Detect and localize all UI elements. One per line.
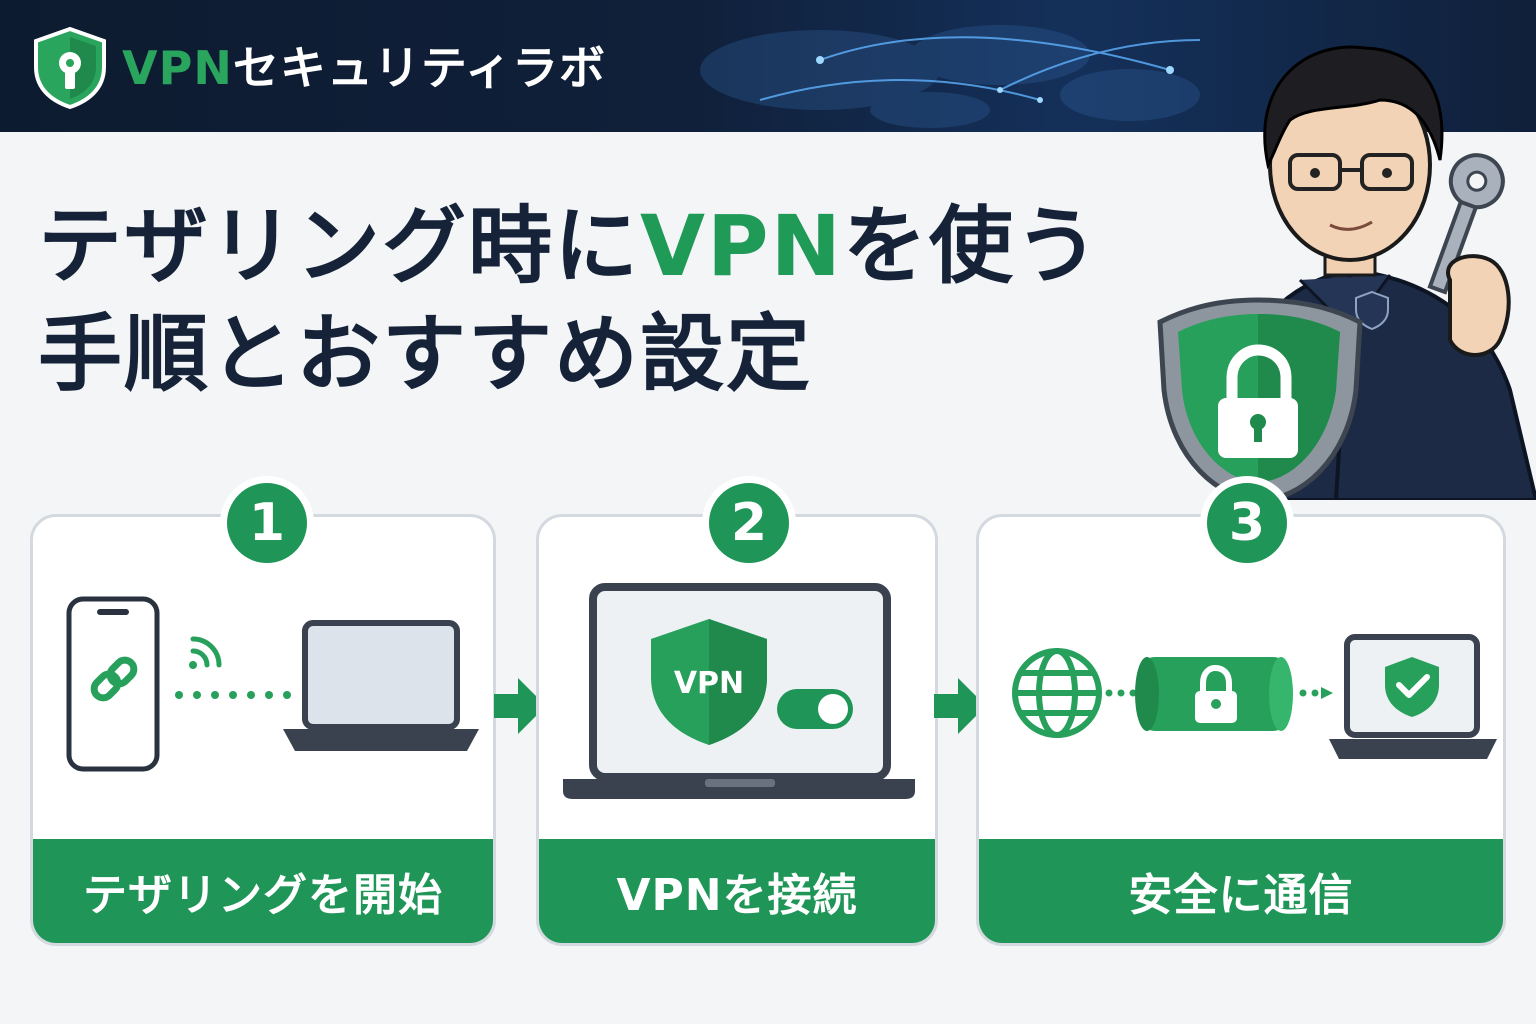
shield-keyhole-icon <box>34 27 106 109</box>
step-3-label: 安全に通信 <box>979 839 1503 943</box>
step-2-illustration: VPN <box>563 583 915 799</box>
title-line1-highlight: VPN <box>640 197 843 295</box>
encrypted-tunnel-lock-icon <box>1135 657 1293 731</box>
brand-name: VPNセキュリティラボ <box>122 45 606 91</box>
step-card-3: 安全に通信 <box>976 514 1506 946</box>
arrow-right-icon <box>494 678 546 734</box>
brand[interactable]: VPNセキュリティラボ <box>32 27 606 109</box>
laptop-icon <box>283 620 479 751</box>
page-title: テザリング時にVPNを使う 手順とおすすめ設定 <box>38 192 1218 408</box>
step-1-illustration <box>66 596 479 772</box>
title-line1-a: テザリング時に <box>38 197 641 295</box>
link-icon <box>90 656 138 702</box>
laptop-shield-check-icon <box>1329 634 1497 759</box>
toggle-switch-icon <box>777 689 853 729</box>
title-line1-b: を使う <box>842 197 1101 295</box>
brand-name-rest: セキュリティラボ <box>232 41 607 95</box>
dotted-connection <box>1105 689 1319 697</box>
title-line2: 手順とおすすめ設定 <box>38 305 813 403</box>
site-header: VPNセキュリティラボ <box>0 0 1536 132</box>
vpn-shield-icon: VPN <box>651 619 767 745</box>
step-card-2: VPN VPNを接続 <box>536 514 938 946</box>
man-holding-key-icon <box>1157 45 1536 500</box>
step-2-label: VPNを接続 <box>539 839 935 943</box>
wifi-signal-icon <box>189 636 222 669</box>
step-1-badge: 1 <box>220 476 314 570</box>
arrow-right-icon <box>934 678 986 734</box>
step-2-badge: 2 <box>702 476 796 570</box>
vpn-shield-text: VPN <box>674 666 744 701</box>
green-shield-lock-icon <box>1157 297 1363 500</box>
step-3-badge: 3 <box>1200 476 1294 570</box>
brand-name-vpn: VPN <box>122 41 233 95</box>
step-card-1: テザリングを開始 <box>30 514 496 946</box>
globe-icon <box>1012 648 1102 738</box>
step-3-illustration <box>1012 634 1497 759</box>
world-network-background <box>700 25 1201 128</box>
step-1-label: テザリングを開始 <box>33 839 493 943</box>
tethering-dotted-line <box>175 691 291 699</box>
